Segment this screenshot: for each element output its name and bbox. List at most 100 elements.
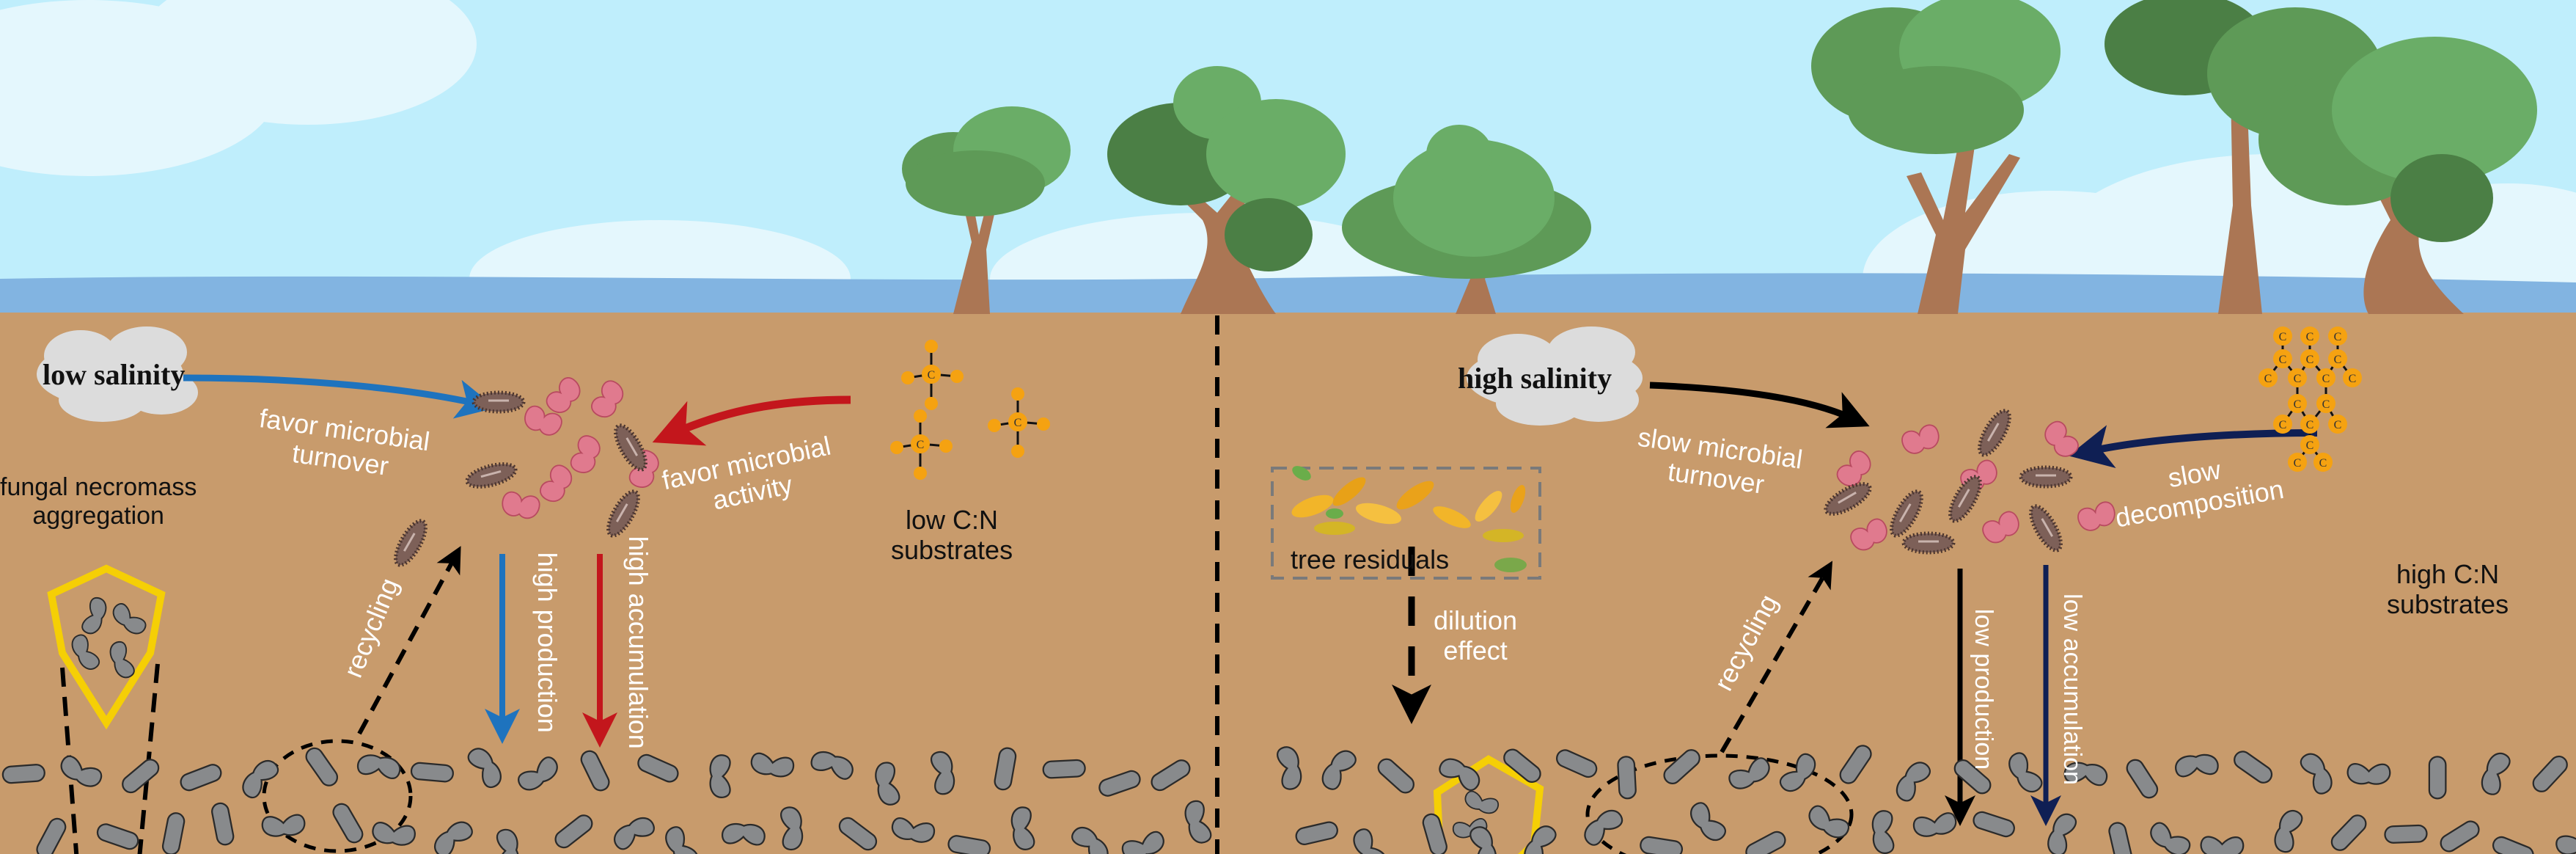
water — [0, 273, 2576, 314]
tree — [902, 106, 1071, 314]
tree — [2258, 37, 2537, 314]
necromass-rod-icon — [1, 763, 46, 785]
label-line: effect — [1443, 635, 1508, 666]
necromass-rod-icon — [1041, 759, 1087, 779]
bacterium-icon — [1904, 533, 1953, 552]
carbon-atom-icon — [939, 439, 953, 453]
high-salinity-label: high salinity — [1458, 362, 1612, 395]
svg-text:C: C — [2279, 354, 2287, 366]
svg-text:C: C — [2334, 331, 2342, 343]
tree — [1107, 66, 1346, 314]
label-line: fungal necromass — [0, 473, 197, 501]
svg-text:C: C — [2349, 373, 2357, 385]
low-cn-substrates-label: low C:N substrates — [891, 505, 1013, 566]
svg-text:C: C — [2334, 419, 2342, 431]
label-line: aggregation — [32, 502, 164, 530]
carbon-atom-icon: C — [911, 434, 930, 453]
tree — [1342, 125, 1591, 314]
svg-text:C: C — [917, 439, 925, 451]
necromass-rod-icon — [1616, 755, 1637, 800]
carbon-atom-icon: C — [2300, 349, 2319, 368]
carbon-atom-icon: C — [2343, 368, 2362, 387]
carbon-atom-icon — [1037, 417, 1050, 431]
high-production-label: high production — [532, 552, 562, 733]
carbon-atom-icon — [925, 397, 938, 410]
svg-text:C: C — [2322, 398, 2330, 411]
svg-text:C: C — [2306, 439, 2314, 452]
carbon-atom-icon: C — [2328, 349, 2347, 368]
fungal-necromass-aggregation-label: fungal necromass aggregation — [0, 473, 197, 530]
svg-text:C: C — [2322, 373, 2330, 385]
label-line: substrates — [2387, 589, 2509, 620]
high-cn-substrates-label: high C:N substrates — [2387, 559, 2509, 620]
left-necromass-shield — [47, 564, 166, 730]
tree-residuals-box — [1271, 466, 1541, 580]
carbon-atom-icon: C — [2328, 326, 2347, 346]
low-accumulation-label: low accumulation — [2058, 594, 2086, 785]
carbon-atom-icon: C — [2328, 415, 2347, 434]
svg-text:C: C — [2294, 398, 2302, 411]
high-salinity-cloud — [1467, 326, 1643, 426]
carbon-atom-icon — [950, 370, 964, 383]
dilution-effect-label: dilution effect — [1434, 605, 1517, 666]
carbon-atom-icon: C — [2273, 326, 2292, 346]
necromass-rod-icon — [409, 761, 455, 784]
label-line: low C:N — [906, 505, 999, 535]
svg-text:C: C — [2306, 419, 2314, 431]
necromass-rod-icon — [2428, 756, 2447, 800]
svg-text:C: C — [2264, 373, 2272, 385]
label-line: high C:N — [2396, 559, 2500, 589]
left-recycling-pool — [262, 739, 413, 853]
svg-text:C: C — [2279, 419, 2287, 431]
carbon-atom-icon: C — [922, 365, 941, 384]
high-salinity-arrow — [1649, 382, 1870, 428]
carbon-atom-icon — [914, 409, 927, 423]
low-salinity-arrow — [183, 374, 496, 419]
low-production-label: low production — [1970, 608, 1998, 770]
bacterium-icon — [474, 393, 524, 412]
svg-text:C: C — [2306, 331, 2314, 343]
svg-text:C: C — [2294, 373, 2302, 385]
carbon-atom-icon: C — [2288, 394, 2307, 413]
tree-residuals-label: tree residuals — [1291, 544, 1450, 574]
carbon-atom-icon — [890, 441, 903, 454]
carbon-atom-icon: C — [2300, 415, 2319, 434]
tree — [1811, 0, 2061, 314]
carbon-atom-icon — [914, 467, 927, 480]
carbon-atom-icon: C — [2258, 368, 2278, 387]
carbon-atom-icon: C — [2316, 368, 2335, 387]
carbon-atom-icon: C — [1008, 412, 1027, 431]
carbon-atom-icon: C — [2316, 394, 2335, 413]
carbon-atom-icon: C — [2313, 453, 2333, 472]
svg-text:C: C — [2306, 354, 2314, 366]
carbon-atom-icon — [925, 340, 938, 353]
svg-text:C: C — [928, 369, 936, 382]
high-accumulation-label: high accumulation — [623, 536, 653, 749]
bacterium-icon — [2021, 467, 2071, 486]
svg-text:C: C — [2279, 331, 2287, 343]
carbon-atom-icon — [901, 371, 914, 384]
svg-text:C: C — [2334, 354, 2342, 366]
carbon-atom-icon: C — [2288, 368, 2307, 387]
low-salinity-label: low salinity — [43, 358, 186, 391]
svg-text:C: C — [2294, 457, 2302, 470]
right-recycling-arrow — [1720, 561, 1833, 753]
necromass-rod-icon — [2383, 824, 2428, 844]
left-recycling-arrow — [357, 546, 461, 735]
carbon-atom-icon — [1011, 445, 1024, 458]
svg-text:C: C — [1014, 417, 1022, 429]
carbon-atom-icon — [1011, 387, 1024, 401]
right-recycling-pool — [1585, 753, 1854, 854]
low-cn-activity-arrow — [652, 395, 851, 446]
carbon-atom-icon: C — [2300, 326, 2319, 346]
carbon-atom-icon — [988, 419, 1001, 432]
low-salinity-cloud — [37, 326, 198, 422]
carbon-atom-icon: C — [2300, 435, 2319, 454]
label-line: dilution — [1434, 605, 1518, 635]
label-line: substrates — [891, 535, 1013, 566]
carbon-atom-icon: C — [2288, 453, 2307, 472]
carbon-atom-icon: C — [2273, 349, 2292, 368]
